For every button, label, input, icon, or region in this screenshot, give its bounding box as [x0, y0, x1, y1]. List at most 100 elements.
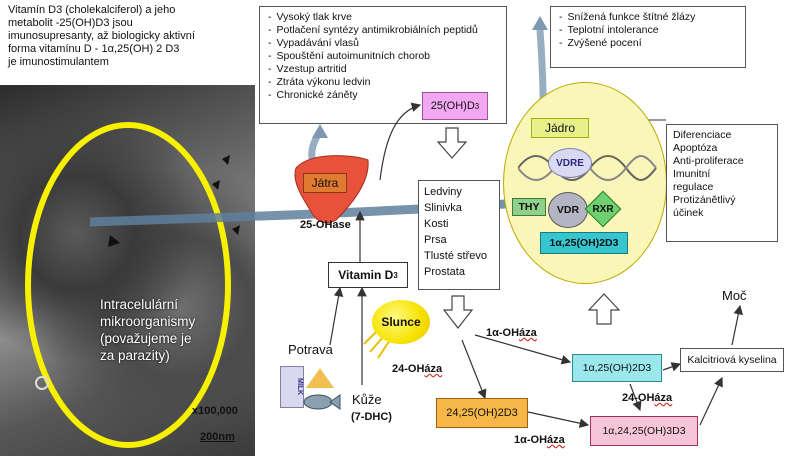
- rxr-diamond: RXR: [584, 190, 622, 228]
- potrava-label: Potrava: [288, 342, 333, 357]
- thyroid-item: Snížená funkce štítné žlázy: [559, 11, 739, 24]
- hollow-arrow: [587, 293, 621, 325]
- effects-item: Spouštění autoimunitních chorob: [268, 50, 500, 63]
- nucleus-label: Jádro: [531, 118, 589, 138]
- enzyme-1a-bottom: 1α-OHáza: [514, 434, 565, 446]
- thy-chip: THY: [512, 198, 546, 216]
- hollow-arrow: [436, 127, 468, 159]
- magnification-label: x100,000: [192, 405, 238, 417]
- effects-item: Chronické záněty: [268, 89, 500, 102]
- rxr-text: RXR: [592, 203, 614, 215]
- organ-item: Kosti: [424, 218, 449, 230]
- d1-24-25-box: 1α,24,25(OH)3D3: [590, 416, 698, 446]
- effects-item: Ztráta výkonu ledvin: [268, 76, 500, 89]
- function-item: účinek: [673, 207, 704, 219]
- scale-label: 200nm: [200, 431, 235, 443]
- arrow: [329, 286, 344, 346]
- effects-item: Vypadávání vlasů: [268, 37, 500, 50]
- organ-item: Tlusté střevo: [424, 250, 487, 262]
- intro-line: Vitamín D3 (cholekalciferol) a jeho: [8, 4, 176, 16]
- hollow-arrow: [442, 295, 474, 329]
- d24-25-box: 24,25(OH)2D3: [436, 398, 528, 428]
- enzyme-text: áza: [654, 392, 673, 404]
- arrow: [699, 376, 723, 426]
- enzyme-text: áza: [424, 363, 443, 375]
- enzyme-text: 24-OH: [392, 363, 425, 375]
- function-item: Diferenciace: [673, 129, 732, 141]
- sun-label: Slunce: [381, 315, 421, 329]
- organ-item: Prsa: [424, 234, 447, 246]
- kalcitriova-box: Kalcitriová kyselina: [680, 348, 784, 372]
- arrow: [461, 339, 487, 400]
- oh25-sub: 3: [474, 101, 480, 111]
- arrow: [629, 383, 642, 412]
- intro-text: Vitamín D3 (cholekalciferol) a jeho meta…: [8, 4, 258, 69]
- organs-box: Ledviny Slinivka Kosti Prsa Tlusté střev…: [418, 180, 500, 290]
- vdr-circle: VDR: [548, 192, 588, 228]
- effects-item: Potlačení syntézy antimikrobiálních pept…: [268, 24, 500, 37]
- liver-label: Játra: [303, 173, 347, 193]
- function-item: Protizánětlivý: [673, 194, 736, 206]
- organ-item: Ledviny: [424, 186, 462, 198]
- vdr-text: VDR: [556, 204, 580, 216]
- arrow: [527, 411, 590, 428]
- intro-line: imunosupresanty, až biologicky aktivní: [8, 30, 195, 42]
- function-item: Anti-proliferace: [673, 155, 744, 167]
- active-right-box: 1α,25(OH)2D3: [572, 354, 662, 382]
- moc-label: Moč: [722, 288, 747, 303]
- function-item: Apoptóza: [673, 142, 718, 154]
- effects-item: Vysoký tlak krve: [268, 11, 500, 24]
- effects-item: Vzestup artritid: [268, 63, 500, 76]
- function-item: Imunitní: [673, 168, 711, 180]
- dhc-label: (7-DHC): [351, 411, 392, 423]
- enzyme-24-left: 24-OHáza: [392, 363, 442, 375]
- micro-label-line: (považujeme je: [100, 331, 192, 346]
- ohase25-label: 25-OHase: [300, 219, 351, 231]
- enzyme-text: 1α-OH: [486, 327, 520, 339]
- micro-label-line: za parazity): [100, 348, 170, 363]
- function-item: regulace: [673, 181, 714, 193]
- arrow: [662, 362, 682, 372]
- arrow: [731, 304, 744, 346]
- arrow-marker: [212, 180, 220, 190]
- thyroid-item: Zvýšené pocení: [559, 37, 739, 50]
- nucleus-active-box: 1α,25(OH)2D3: [540, 232, 628, 254]
- micrograph-overlay: [25, 122, 240, 448]
- functions-box: Diferenciace Apoptóza Anti-proliferace I…: [666, 124, 778, 242]
- enzyme-text: áza: [547, 434, 565, 446]
- enzyme-text: 24-OH: [622, 392, 655, 404]
- enzyme-text: áza: [519, 327, 537, 339]
- enzyme-text: 1α-OH: [514, 434, 548, 446]
- thyroid-box: Snížená funkce štítné žlázy Teplotní int…: [550, 6, 746, 68]
- milk-carton-icon: MILK: [280, 366, 304, 408]
- intro-line: forma vitamínu D - 1α,25(OH) 2 D3: [8, 43, 180, 55]
- arrow-marker: [108, 235, 120, 247]
- arrow-marker: [232, 225, 240, 235]
- oh25-text: 25(OH)D: [430, 100, 475, 112]
- cheese-icon: [306, 368, 334, 388]
- yellow-ellipse: [25, 122, 231, 448]
- enzyme-24-right: 24-OHáza: [622, 392, 672, 404]
- arrow: [379, 102, 422, 181]
- thyroid-item: Teplotní intolerance: [559, 24, 739, 37]
- organ-item: Slinivka: [424, 202, 462, 214]
- organ-item: Prostata: [424, 266, 465, 278]
- milk-text: MILK: [296, 378, 303, 396]
- fish-icon: [303, 394, 341, 410]
- enzyme-1a-top: 1α-OHáza: [486, 327, 537, 339]
- micrograph-image: [0, 85, 255, 456]
- intro-line: metabolit -25(OH)D3 jsou: [8, 17, 133, 29]
- micro-label: Intracelulární mikroorganismy (považujem…: [100, 296, 195, 364]
- vitamin-d3-sub: 3: [393, 270, 398, 280]
- intro-line: je imunostimulantem: [8, 56, 109, 68]
- vitamin-d3-text: Vitamin D: [338, 268, 394, 282]
- arrow: [474, 334, 572, 365]
- arrow-marker: [222, 155, 230, 165]
- micro-label-line: mikroorganismy: [100, 314, 196, 329]
- arrowhead: [532, 16, 548, 30]
- vdre-text: VDRE: [556, 157, 584, 169]
- vesicle: [35, 376, 49, 390]
- vdre-badge: VDRE: [548, 148, 592, 178]
